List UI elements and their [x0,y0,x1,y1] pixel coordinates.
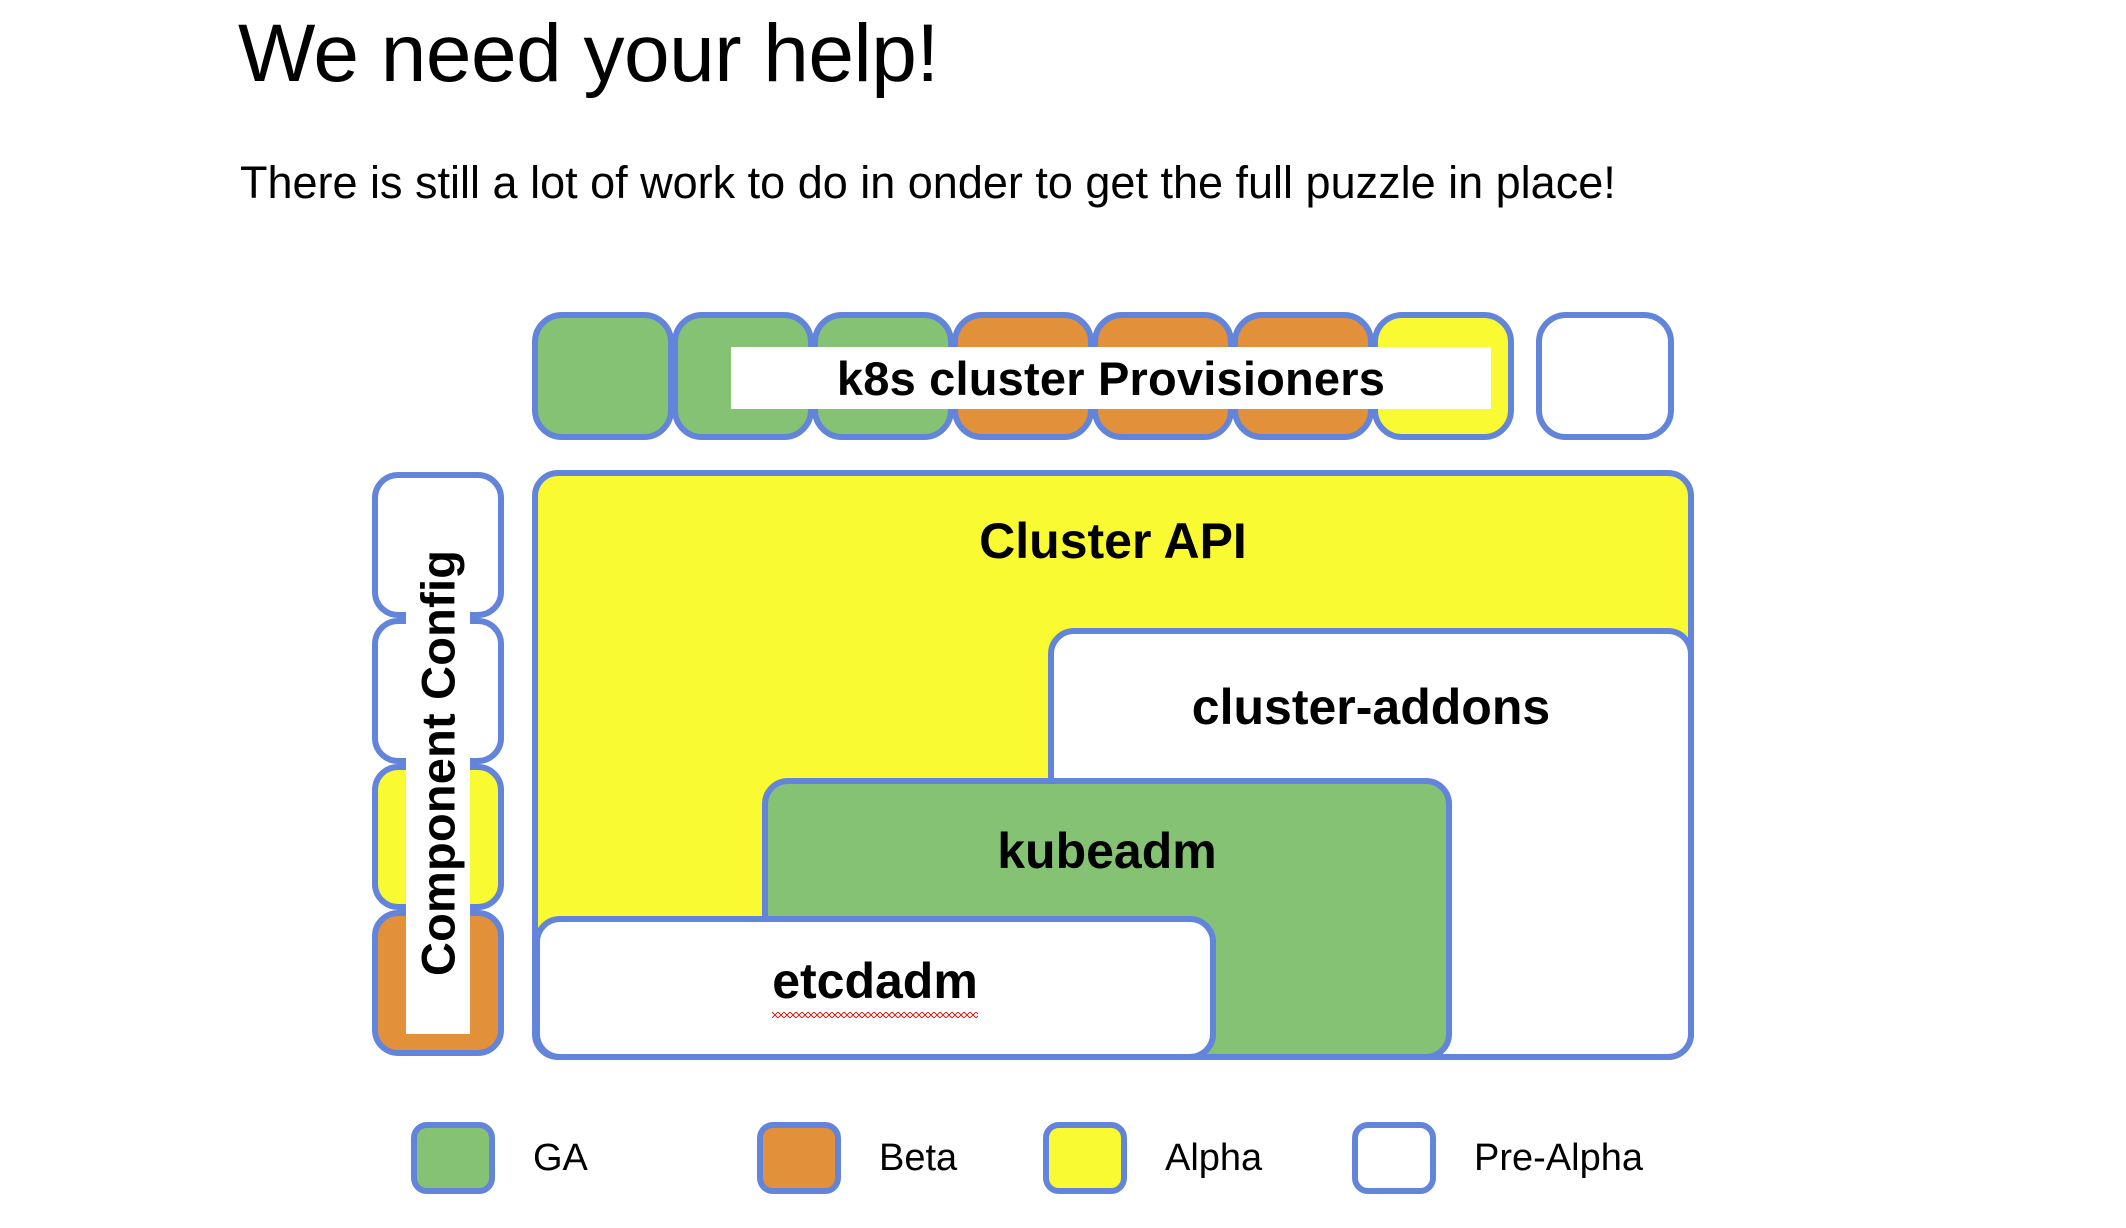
project-label-cluster-addons: cluster-addons [1191,679,1551,735]
project-label-kubeadm: kubeadm [762,822,1452,880]
project-block-etcdadm[interactable] [534,916,1216,1060]
project-label-etcdadm-text: etcdadm [772,952,978,1018]
legend-label-alpha: Alpha [1165,1136,1263,1179]
provisioner-row-label: k8s cluster Provisioners [731,347,1491,409]
legend-swatch-alpha-icon [1043,1122,1127,1194]
page-title: We need your help! [238,8,939,99]
legend-item-alpha: Alpha [1043,1122,1262,1194]
project-label-cluster-api: Cluster API [979,513,1247,569]
legend-label-pre-alpha: Pre-Alpha [1474,1136,1643,1179]
legend-item-beta: Beta [757,1122,957,1194]
legend-item-pre-alpha: Pre-Alpha [1352,1122,1643,1194]
legend-swatch-ga-icon [411,1122,495,1194]
legend-swatch-beta-icon [757,1122,841,1194]
legend-item-ga: GA [411,1122,588,1194]
legend-label-ga: GA [533,1136,588,1179]
page-subtitle: There is still a lot of work to do in on… [240,157,1616,208]
legend-label-beta: Beta [879,1136,958,1179]
legend-swatch-pre-alpha-icon [1352,1122,1436,1194]
project-label-etcdadm: etcdadm [534,952,1216,1018]
legend: GA Beta Alpha Pre-Alpha [0,1122,2126,1212]
component-config-label: Component Config [406,492,470,1034]
project-label-kubeadm-text: kubeadm [997,823,1217,879]
provisioner-block-8[interactable] [1536,312,1674,440]
provisioner-block-1[interactable] [532,312,674,440]
